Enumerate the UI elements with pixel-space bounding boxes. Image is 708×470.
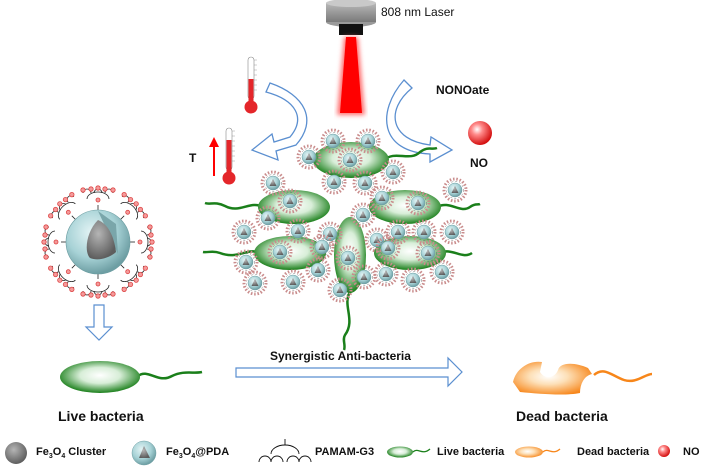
- laser-label: 808 nm Laser: [381, 5, 455, 19]
- laser-device: [326, 0, 376, 35]
- legend-pamam-label: PAMAM-G3: [315, 446, 375, 458]
- flagella: [202, 146, 481, 351]
- fe3o4-pda-icon: [131, 440, 157, 466]
- synergistic-label: Synergistic Anti-bacteria: [270, 349, 411, 363]
- pamam-dendron: [48, 264, 76, 292]
- dead-bacteria-label: Dead bacteria: [516, 408, 608, 424]
- nanoparticle: [442, 177, 468, 203]
- fe3o4-cluster-icon: [5, 442, 27, 464]
- legend-no-label: NO: [683, 446, 700, 458]
- no-molecule-icon: [658, 445, 670, 457]
- no-molecule-icon: [468, 121, 492, 145]
- legend-fe3o4-pda-label: Fe3O4@PDA: [166, 446, 230, 461]
- nanoparticle: [439, 219, 465, 245]
- heat-arrow: [250, 82, 308, 162]
- live-bacteria-icon: [387, 446, 431, 458]
- pamam-dendron: [120, 264, 148, 292]
- live-bacterium-illustration: [60, 361, 203, 393]
- pamam-g3-icon: [258, 439, 312, 463]
- legend-fe3o4-cluster-label: Fe3O4 Cluster: [36, 446, 107, 461]
- nanoparticle: [231, 219, 257, 245]
- live-bacteria-label: Live bacteria: [58, 408, 144, 424]
- nanoparticle: [233, 249, 259, 275]
- temperature-up-arrow-icon: [209, 137, 219, 176]
- pamam-dendron: [130, 224, 155, 260]
- dead-bacterium-illustration: [513, 361, 653, 395]
- temperature-label: T: [189, 151, 197, 165]
- nanoparticle: [429, 259, 455, 285]
- nanoparticle: [400, 267, 426, 293]
- fe3o4-core: [86, 220, 116, 260]
- pamam-dendron: [120, 192, 148, 220]
- dead-bacteria-icon: [515, 446, 561, 458]
- bacteria-cluster: [202, 128, 481, 351]
- nanoparticle: [380, 159, 406, 185]
- pamam-dendron: [48, 192, 76, 220]
- no-release-arrow: [386, 79, 454, 164]
- no-label: NO: [470, 156, 488, 170]
- down-arrow-icon: [84, 304, 114, 341]
- nanoparticle: [373, 261, 399, 287]
- legend-dead-bacteria-label: Dead bacteria: [577, 446, 650, 458]
- pamam-dendron: [41, 224, 66, 260]
- nonoate-label: NONOate: [436, 83, 490, 97]
- nanoparticle: [260, 170, 286, 196]
- laser-body: [326, 3, 376, 22]
- legend-live-bacteria-label: Live bacteria: [437, 446, 505, 458]
- laser-nozzle: [339, 24, 363, 35]
- pamam-dendron: [80, 185, 116, 210]
- nanoparticle: [280, 269, 306, 295]
- pamam-dendron: [80, 274, 116, 299]
- thermometer-high-icon: [222, 127, 236, 185]
- thermometer-low-icon: [244, 56, 258, 114]
- laser-beam: [340, 37, 362, 113]
- right-arrow-icon: [235, 356, 463, 388]
- legend-icons: [5, 439, 670, 466]
- fe3o4-pda-pamam-particle: [41, 185, 155, 299]
- nanoparticle: [242, 270, 268, 296]
